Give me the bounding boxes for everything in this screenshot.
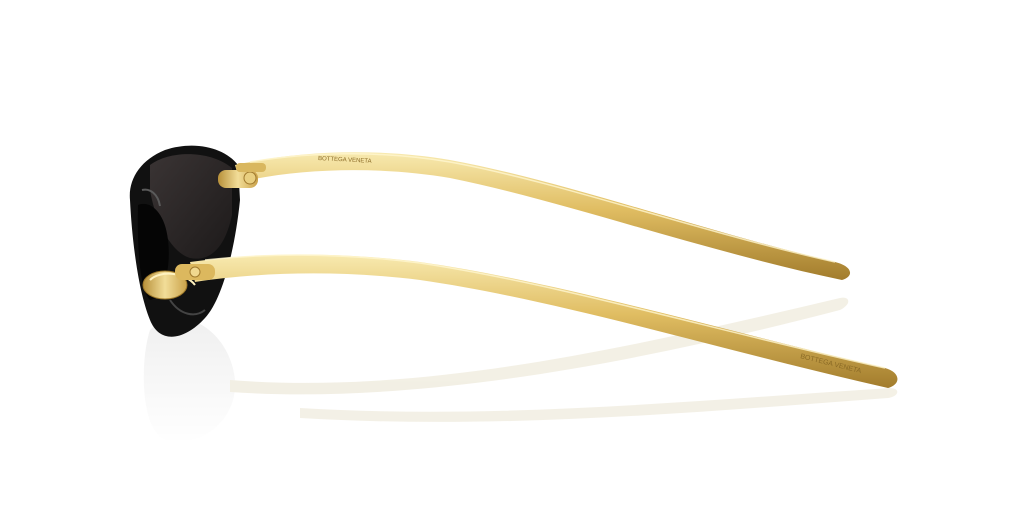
lower-hinge (142, 264, 215, 300)
upper-hinge (218, 163, 266, 188)
lower-temple: BOTTEGA VENETA (190, 254, 898, 388)
lens (150, 154, 232, 259)
floor-reflection (143, 297, 898, 442)
upper-temple-engraving: BOTTEGA VENETA (318, 156, 372, 165)
upper-temple: BOTTEGA VENETA (235, 152, 851, 280)
